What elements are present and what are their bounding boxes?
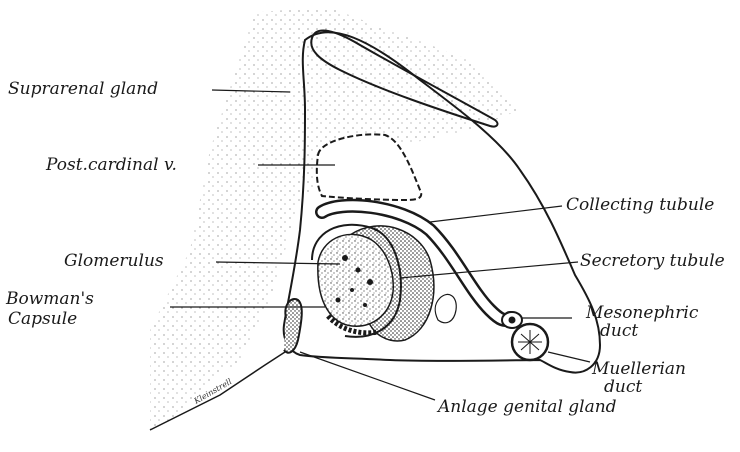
label-muellerian-line1: Muellerian (591, 359, 686, 379)
label-mesonephric-line1: Mesonephric (585, 303, 699, 323)
label-suprarenal-gland: Suprarenal gland (8, 79, 158, 99)
suprarenal-tissue (150, 8, 520, 430)
label-anlage-genital-gland: Anlage genital gland (436, 397, 617, 417)
label-collecting-tubule: Collecting tubule (566, 195, 714, 215)
label-secretory-tubule: Secretory tubule (580, 251, 725, 271)
small-cavity (435, 294, 456, 322)
label-bowmans-line1: Bowman's (5, 289, 94, 309)
label-muellerian-line2: duct (604, 377, 642, 397)
label-glomerulus: Glomerulus (64, 251, 164, 271)
label-post-cardinal-v: Post.cardinal v. (45, 155, 177, 175)
label-bowmans-line2: Capsule (8, 309, 77, 329)
label-mesonephric-line2: duct (600, 321, 638, 341)
